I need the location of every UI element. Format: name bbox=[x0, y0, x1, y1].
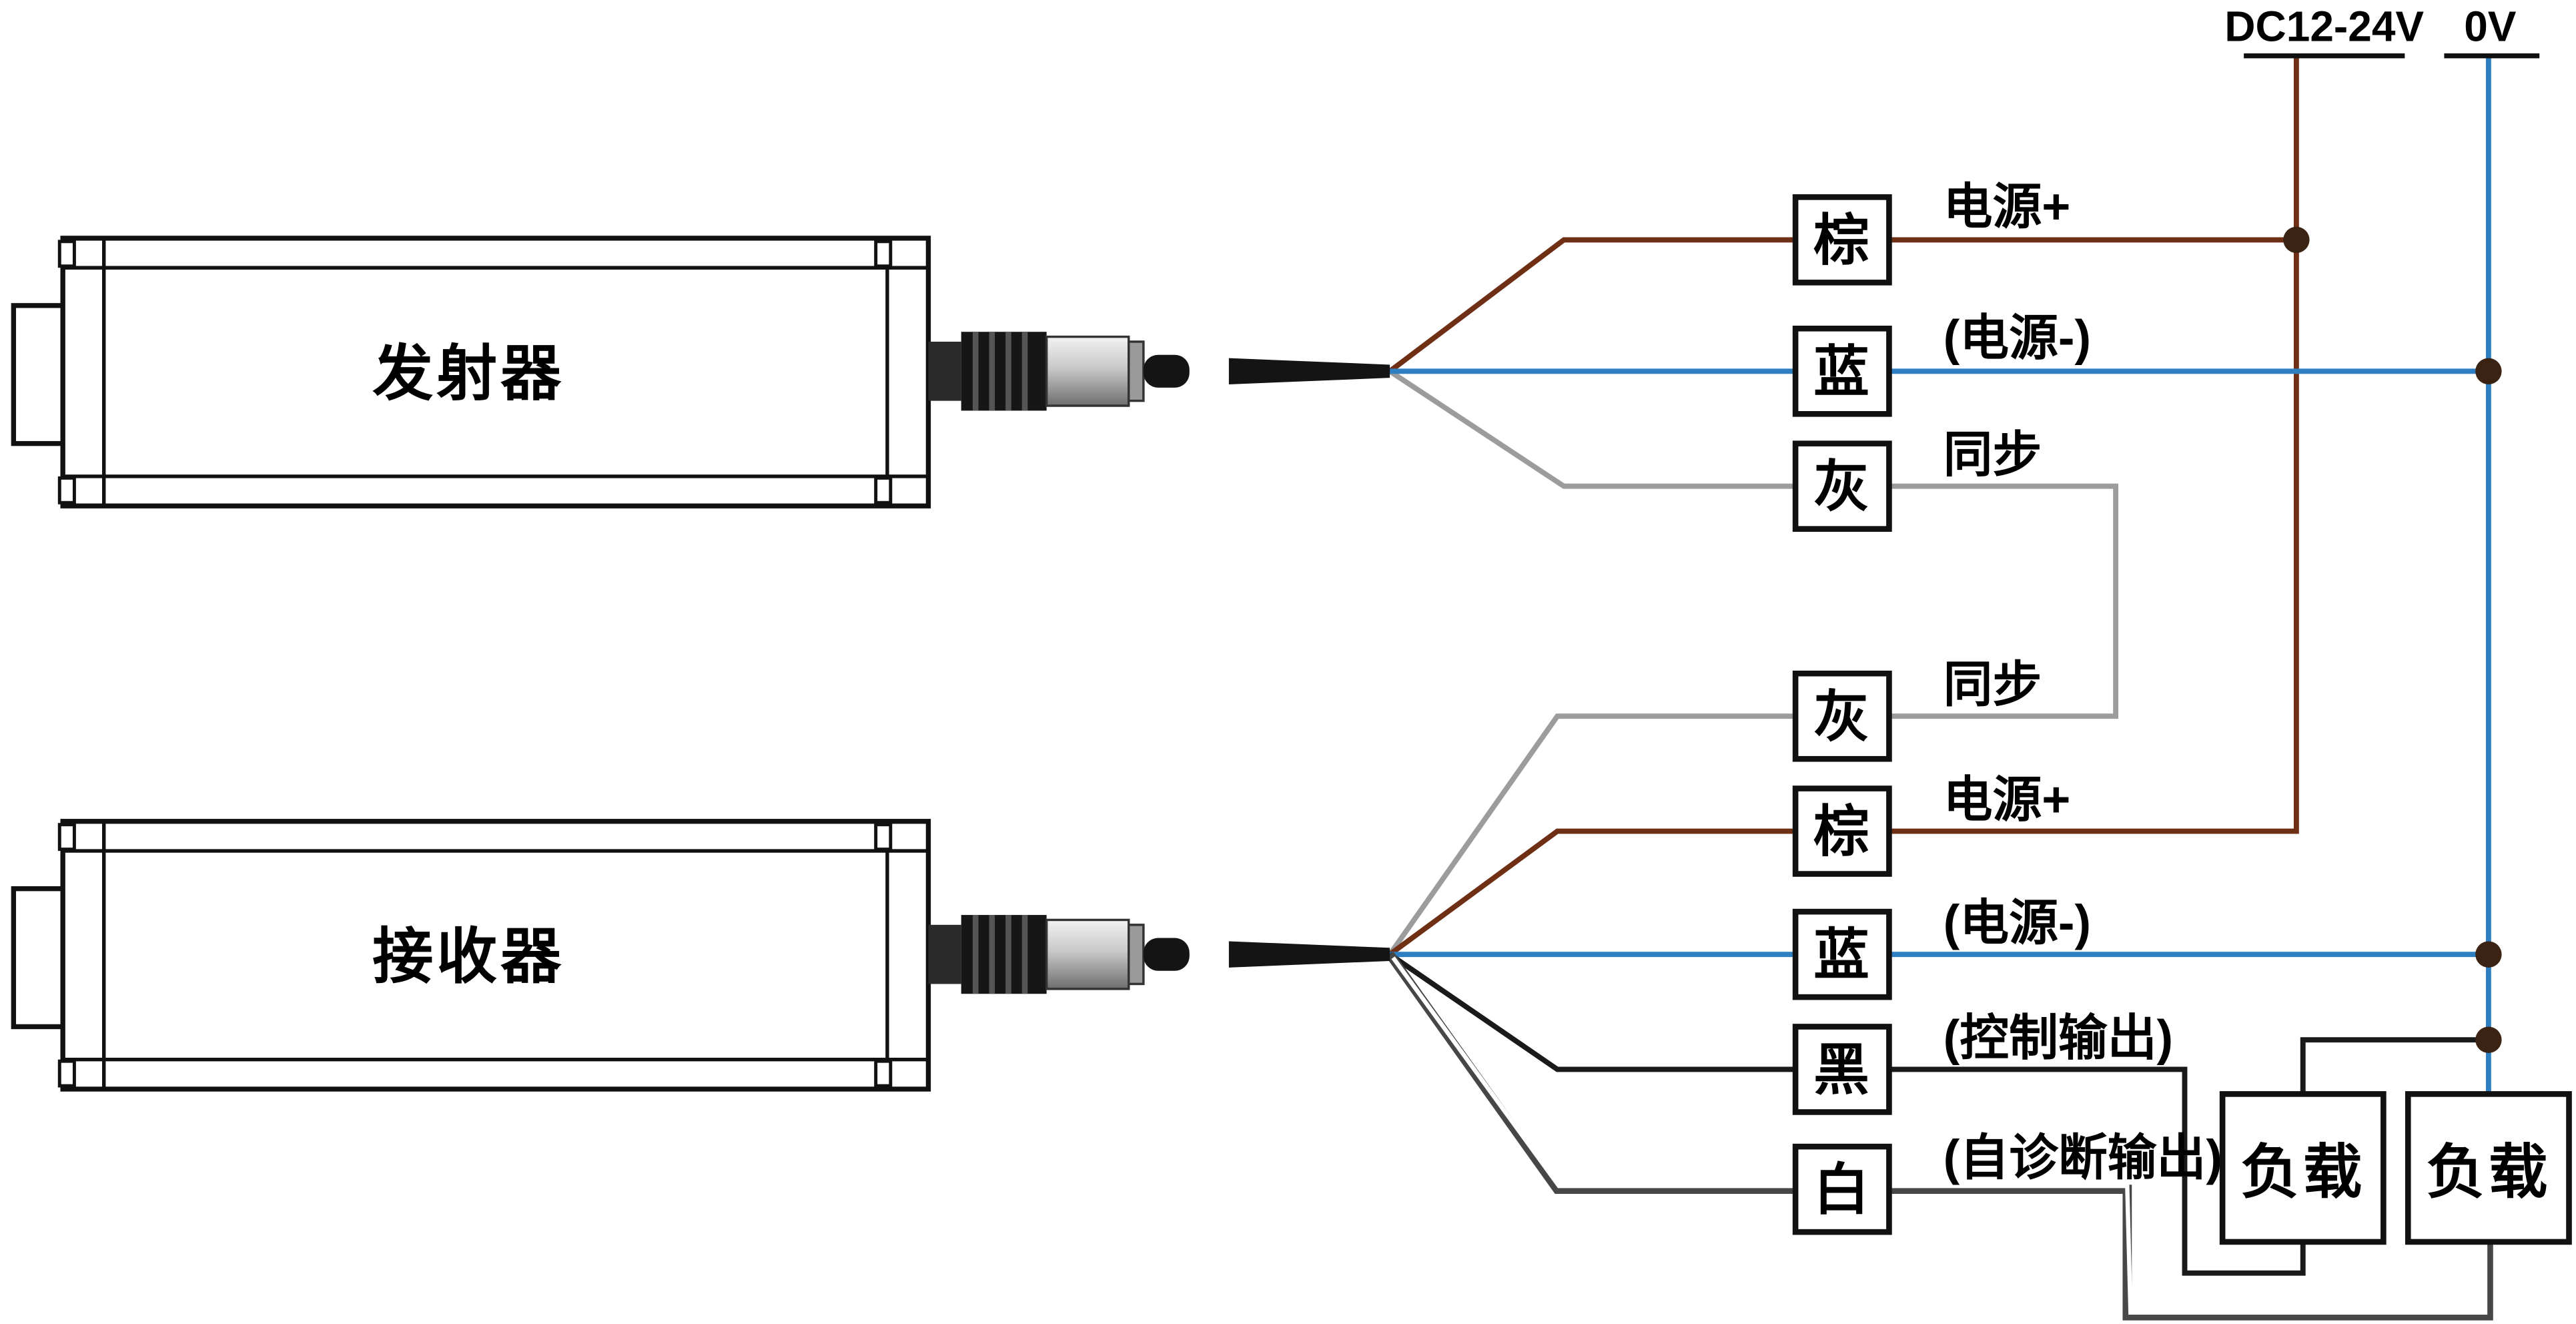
transmitter-brown-wire bbox=[1388, 237, 2296, 374]
positive-rail-receiver-brown-wire bbox=[1388, 55, 2299, 957]
connector-nut-ridge bbox=[989, 915, 995, 994]
power-label-zero: 0V bbox=[2464, 3, 2517, 51]
load1-to-rail-wire bbox=[2300, 1037, 2489, 1094]
black-wires bbox=[1388, 952, 2489, 1276]
wire-box-transmitter-gray bbox=[1792, 440, 1892, 532]
connector-barrel bbox=[1045, 335, 1130, 407]
corner-notch bbox=[874, 240, 893, 268]
wire-box-receiver-black bbox=[1792, 1024, 1892, 1115]
connector-nut-ridge bbox=[1005, 915, 1011, 994]
wire-box-char-brown: 棕 bbox=[1813, 800, 1869, 863]
black-output-wire bbox=[1388, 952, 2306, 1276]
corner-notch bbox=[57, 240, 76, 268]
wire-function-labels: 电源+ (电源-) 同步 同步 电源+ (电源-) (控制输出) (自诊断输出) bbox=[1944, 179, 2222, 1185]
wire-box-receiver-white bbox=[1792, 1143, 1892, 1235]
wire-box-receiver-brown bbox=[1792, 785, 1892, 877]
junction-dot bbox=[2475, 1026, 2502, 1053]
load-box-1 bbox=[2219, 1091, 2387, 1245]
junction-dot bbox=[2475, 941, 2502, 968]
cable-stub bbox=[1143, 938, 1190, 971]
connector-nut-ridge bbox=[989, 332, 995, 411]
load-label-1: 负载 bbox=[2240, 1139, 2365, 1205]
wire-box-char-black: 黑 bbox=[1813, 1038, 1869, 1101]
wire-box-receiver-blue bbox=[1792, 908, 1892, 1000]
wire-label-receiver-blue: (电源-) bbox=[1944, 895, 2091, 950]
transmitter-label: 发射器 bbox=[372, 340, 564, 408]
blue-wires bbox=[1390, 55, 2491, 1094]
wire-label-transmitter-gray: 同步 bbox=[1944, 426, 2042, 482]
wire-label-receiver-gray: 同步 bbox=[1944, 657, 2042, 712]
transmitter-device: 发射器 bbox=[11, 236, 1390, 509]
receiver-label: 接收器 bbox=[372, 924, 564, 991]
wire-box-receiver-gray bbox=[1792, 670, 1892, 762]
power-rails-header: DC12-24V 0V bbox=[2224, 3, 2540, 59]
junction-dot bbox=[2283, 226, 2310, 254]
corner-notch bbox=[874, 1059, 893, 1088]
cable bbox=[1228, 358, 1390, 384]
receiver-device: 接收器 bbox=[11, 819, 1390, 1092]
wire-box-char-blue: 蓝 bbox=[1813, 340, 1869, 403]
load-label-2: 负载 bbox=[2426, 1139, 2551, 1205]
wire-box-char-blue: 蓝 bbox=[1813, 924, 1869, 986]
wire-color-boxes: 棕 蓝 灰 灰 棕 蓝 黑 白 bbox=[1792, 194, 1892, 1235]
wire-box-char-white: 白 bbox=[1813, 1158, 1869, 1221]
corner-notch bbox=[57, 823, 76, 852]
corner-notch bbox=[874, 823, 893, 852]
wire-label-receiver-brown: 电源+ bbox=[1944, 771, 2071, 827]
corner-notch bbox=[874, 476, 893, 505]
device-body bbox=[60, 819, 931, 1092]
sync-wire-path bbox=[1387, 369, 2119, 956]
white-output-wire bbox=[1386, 952, 2493, 1321]
junction-dots bbox=[2283, 226, 2502, 1053]
wire-box-transmitter-blue bbox=[1792, 326, 1892, 417]
wire-box-char-brown: 棕 bbox=[1813, 209, 1869, 272]
connector-nut-ridge bbox=[972, 332, 979, 411]
load-boxes: 负载 负载 bbox=[2219, 1091, 2572, 1245]
connector-barrel bbox=[1045, 918, 1130, 990]
white-wire-core bbox=[1391, 956, 2488, 1315]
corner-notch bbox=[57, 1059, 76, 1088]
wire-label-receiver-white: (自诊断输出) bbox=[1944, 1130, 2222, 1185]
load-box-2 bbox=[2405, 1091, 2572, 1245]
junction-dot bbox=[2475, 358, 2502, 384]
connector-collar bbox=[928, 342, 961, 401]
connector-nut-ridge bbox=[1021, 915, 1028, 994]
connector-nut-ridge bbox=[1021, 332, 1028, 411]
wire-label-transmitter-brown: 电源+ bbox=[1944, 179, 2071, 234]
connector-tip-ring bbox=[1128, 340, 1145, 402]
wire-label-receiver-black: (控制输出) bbox=[1944, 1010, 2173, 1065]
connector-collar bbox=[928, 924, 961, 984]
connector-nut-ridge bbox=[1005, 332, 1011, 411]
wire-box-transmitter-brown bbox=[1792, 194, 1892, 286]
corner-notch bbox=[57, 476, 76, 505]
wire-label-transmitter-blue: (电源-) bbox=[1944, 310, 2091, 366]
cable bbox=[1228, 941, 1390, 968]
device-left-mount bbox=[11, 886, 65, 1030]
gray-sync-wire bbox=[1387, 369, 2119, 956]
device-left-mount bbox=[11, 303, 65, 446]
wire-box-char-gray: 灰 bbox=[1813, 685, 1869, 748]
device-body bbox=[60, 236, 931, 509]
connector-nut-ridge bbox=[972, 915, 979, 994]
cable-stub bbox=[1143, 354, 1190, 388]
wire-box-char-gray: 灰 bbox=[1813, 455, 1869, 518]
power-label-positive: DC12-24V bbox=[2224, 3, 2424, 51]
connector-tip-ring bbox=[1128, 924, 1145, 986]
brown-wires bbox=[1388, 55, 2299, 957]
